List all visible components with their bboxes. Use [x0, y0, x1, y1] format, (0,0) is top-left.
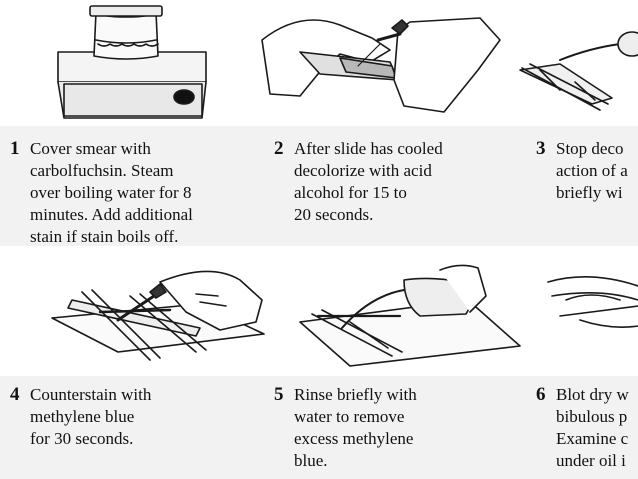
step-number: 4	[10, 384, 20, 405]
decolorize-hands-illustration	[261, 17, 501, 113]
step-text-line: minutes. Add additional	[30, 205, 193, 224]
step-text-line: Blot dry w	[556, 385, 629, 404]
step-text-line: Cover smear with	[30, 139, 151, 158]
step-3-caption: 3 Stop deco action of a briefly wi	[536, 138, 638, 208]
step-text-line: Rinse briefly with	[294, 385, 417, 404]
step-text-line: for 30 seconds.	[30, 429, 134, 448]
step-text-line: water to remove	[294, 407, 405, 426]
step-text-line: After slide has cooled	[294, 139, 443, 158]
hot-plate-beaker-illustration	[57, 5, 207, 119]
step-text-line: Stop deco	[556, 139, 624, 158]
step-text-line: alcohol for 15 to	[294, 183, 407, 202]
step-text-line: bibulous p	[556, 407, 628, 426]
step-text-line: methylene blue	[30, 407, 135, 426]
step-number: 1	[10, 138, 20, 159]
step-2-caption: 2 After slide has cooled decolorize with…	[274, 138, 443, 226]
step-text-line: over boiling water for 8	[30, 183, 192, 202]
blot-dry-illustration	[547, 276, 638, 328]
step-number: 6	[536, 384, 546, 405]
step-text-line: under oil i	[556, 451, 626, 470]
counterstain-rack-illustration	[51, 270, 265, 361]
step-text-line: carbolfuchsin. Steam	[30, 161, 174, 180]
step-text-line: Counterstain with	[30, 385, 152, 404]
caption-band-top	[0, 126, 638, 246]
step-text-line: excess methylene	[294, 429, 414, 448]
step-text-line: action of a	[556, 161, 628, 180]
stop-rack-illustration	[519, 31, 638, 111]
step-text-line: briefly wi	[556, 183, 623, 202]
step-6-caption: 6 Blot dry w bibulous p Examine c under …	[536, 384, 638, 476]
step-text-line: 20 seconds.	[294, 205, 374, 224]
rinse-rack-illustration	[299, 264, 521, 367]
step-text-line: blue.	[294, 451, 328, 470]
caption-band-bottom	[0, 376, 638, 479]
step-1-caption: 1 Cover smear with carbolfuchsin. Steam …	[10, 138, 193, 248]
step-5-caption: 5 Rinse briefly with water to remove exc…	[274, 384, 417, 472]
step-text-line: stain if stain boils off.	[30, 227, 179, 246]
step-number: 3	[536, 138, 546, 159]
step-text-line: decolorize with acid	[294, 161, 432, 180]
step-number: 2	[274, 138, 284, 159]
step-number: 5	[274, 384, 284, 405]
step-4-caption: 4 Counterstain with methylene blue for 3…	[10, 384, 151, 450]
step-text-line: Examine c	[556, 429, 629, 448]
